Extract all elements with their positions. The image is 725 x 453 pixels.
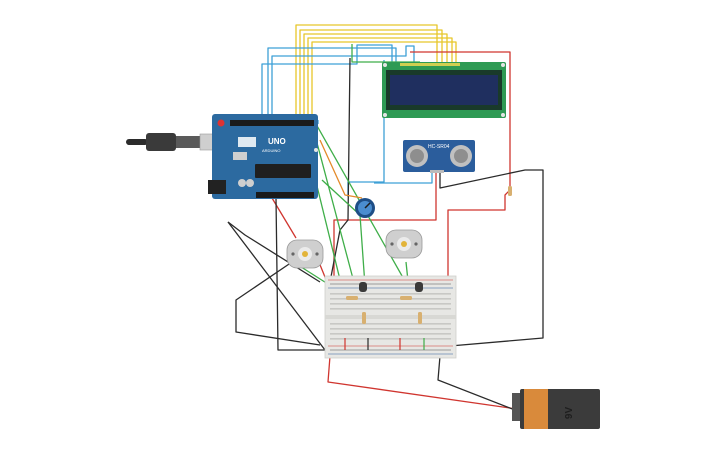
arduino-sub-label: ARDUINO bbox=[262, 148, 280, 153]
battery-label: 9V bbox=[564, 407, 575, 420]
resistor-icon[interactable] bbox=[346, 296, 422, 324]
usb-cable-icon[interactable] bbox=[126, 133, 217, 151]
arduino-board[interactable]: UNO ARDUINO bbox=[208, 114, 318, 199]
lcd-display[interactable] bbox=[382, 62, 506, 118]
sensor-label: HC-SR04 bbox=[428, 144, 450, 150]
breadboard[interactable] bbox=[324, 275, 457, 359]
wire-bundle-orange[interactable] bbox=[319, 139, 363, 199]
potentiometer-icon[interactable] bbox=[355, 198, 375, 218]
wire-bundle-yellow[interactable] bbox=[295, 24, 457, 120]
wire-green-lcd[interactable] bbox=[351, 44, 420, 63]
dc-motor-icon[interactable] bbox=[286, 239, 324, 269]
arduino-brand-label: UNO bbox=[268, 137, 286, 146]
resistor-icon[interactable] bbox=[508, 186, 512, 196]
transistor-icon[interactable] bbox=[359, 282, 367, 292]
battery-9v[interactable]: 9V bbox=[512, 389, 600, 429]
ultrasonic-sensor[interactable]: HC-SR04 bbox=[403, 140, 475, 173]
breadboard-jumpers bbox=[344, 338, 425, 350]
dc-motor-icon[interactable] bbox=[385, 229, 423, 259]
wire-bundle-black[interactable] bbox=[227, 57, 544, 411]
transistor-icon[interactable] bbox=[415, 282, 423, 292]
